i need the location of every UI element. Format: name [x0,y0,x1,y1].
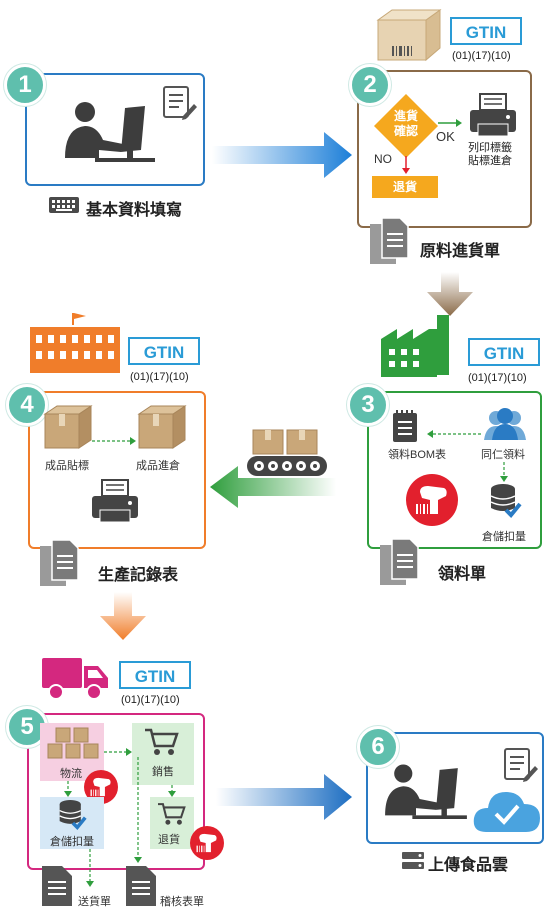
scanner-icon-step5b [190,826,224,860]
keyboard-icon [49,197,79,213]
audit-doc-label: 稽核表單 [160,896,204,908]
reject-box: 退貨 [372,176,438,198]
step5-gtin-code: (01)(17)(10) [121,694,180,706]
step4-gtin-code: (01)(17)(10) [130,371,189,383]
print-label: 列印標籤 貼標進倉 [468,142,512,167]
cloud-check-icon [473,792,540,832]
return-label: 退貨 [158,834,180,846]
shopping-cart-icon [145,728,179,755]
stored-box-icon [137,405,187,449]
doc-icon-step2 [370,217,409,264]
arrow-2-to-3 [427,272,473,316]
arrow-1-to-2 [212,132,352,178]
arrow-5-to-6 [216,774,352,820]
step2-gtin-badge: GTIN [450,17,522,45]
sales-to-return-arrow [168,785,176,797]
step4-gtin-badge: GTIN [128,337,200,365]
step4-doc-label: 生產記錄表 [98,567,179,584]
ship-doc-label: 送貨單 [78,896,111,908]
factory-icon-orange [30,313,120,373]
step3-number: 3 [347,384,389,426]
raw-material-box-icon [376,9,442,62]
conveyor-belt-icon [247,429,327,476]
stacked-boxes-icon [47,727,99,759]
database-check-icon-step5 [59,800,87,830]
doc-icon-step4 [40,539,79,586]
step2-gtin-code: (01)(17)(10) [452,50,511,62]
printer-icon [470,93,516,137]
step2-number: 2 [349,64,391,106]
step1-label: 基本資料填寫 [86,202,183,219]
label-to-store-arrow [92,437,136,445]
bom-notepad-icon [393,410,417,442]
logistics-to-stock-arrow [64,781,72,797]
printer-icon-step4 [92,479,138,523]
to-audit-doc-arrow [134,757,142,863]
pick-to-stock-arrow [500,462,508,482]
scanner-icon-step5a [84,770,118,804]
sales-label: 銷售 [152,766,174,778]
step6-number: 6 [357,726,399,768]
step3-gtin-badge: GTIN [468,338,540,366]
step6-label: 上傳食品雲 [428,857,509,874]
step2-doc-label: 原料進貨單 [420,243,501,260]
step5-gtin-badge: GTIN [119,661,191,689]
arrow-4-to-5 [100,592,146,640]
step3-doc-label: 領料單 [438,566,487,583]
bom-link-arrow [427,430,483,438]
database-check-icon [490,484,522,518]
worker-at-computer-icon [65,102,155,162]
form-edit-icon-step6 [504,748,538,782]
logistics-label: 物流 [60,768,82,780]
stock-label-step5: 倉儲扣量 [50,836,94,848]
form-edit-icon [163,86,197,120]
label-prod-label: 成品貼標 [45,460,89,472]
doc-icon-audit [126,866,156,906]
step3-gtin-code: (01)(17)(10) [468,372,527,384]
no-label: NO [374,152,392,166]
stock-label-step3: 倉儲扣量 [482,531,526,543]
step4-number: 4 [6,384,48,426]
factory-icon-green [381,315,449,377]
doc-icon-step3 [380,538,419,585]
return-panel [150,797,194,849]
pick-label: 同仁領料 [481,449,525,461]
decision-label: 進貨確認 [393,109,418,138]
no-arrow [402,156,410,174]
doc-icon-ship [42,866,72,906]
worker-at-computer-icon-step6 [385,764,467,819]
product-box-icon [43,405,93,449]
to-ship-doc-arrow [86,849,94,887]
return-cart-icon [158,803,186,825]
server-icon [402,852,424,869]
logistics-to-sales-arrow [104,748,132,756]
store-prod-label: 成品進倉 [136,460,180,472]
delivery-truck-icon [42,658,108,700]
arrow-3-to-4 [210,466,336,508]
barcode-scanner-icon [406,474,458,526]
decision-diamond [374,94,438,158]
ok-arrow [438,119,462,127]
step1-number: 1 [4,64,46,106]
ok-label: OK [436,129,455,144]
staff-group-icon [484,408,526,440]
bom-label: 領料BOM表 [388,449,447,461]
step1-box [25,73,205,186]
